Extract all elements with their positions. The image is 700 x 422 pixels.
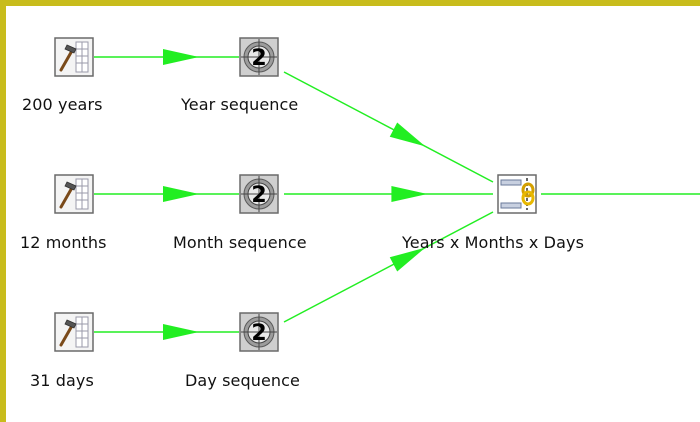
hop-days-to-day-sequence-arrow [163,324,199,340]
step-year-sequence[interactable]: 2 [239,37,279,77]
add-sequence-icon: 2 [239,37,279,77]
step-days-generator[interactable] [54,312,94,352]
hop-year-sequence-to-join[interactable] [283,71,494,183]
step-cartesian-join[interactable] [497,174,537,214]
add-sequence-icon: 2 [239,174,279,214]
step-day-sequence[interactable]: 2 [239,312,279,352]
hop-day-sequence-to-join[interactable] [283,211,494,323]
generate-rows-icon [54,37,94,77]
step-months-generator[interactable] [54,174,94,214]
step-month-sequence[interactable]: 2 [239,174,279,214]
svg-text:2: 2 [251,46,266,71]
step-label-months: 12 months [20,233,107,252]
step-years-generator[interactable] [54,37,94,77]
add-sequence-icon: 2 [239,312,279,352]
step-label-year-sequence: Year sequence [181,95,299,114]
hop-month-sequence-to-join-arrow [391,186,428,202]
svg-text:2: 2 [251,183,266,208]
step-label-join: Years x Months x Days [402,233,585,252]
step-label-days: 31 days [30,371,94,390]
svg-text:2: 2 [251,321,266,346]
join-rows-cartesian-icon [497,174,537,214]
step-label-years: 200 years [22,95,103,114]
hop-years-to-year-sequence-arrow [163,49,199,65]
step-label-month-sequence: Month sequence [173,233,307,252]
canvas-border-left [0,0,6,422]
canvas-border-top [0,0,700,6]
hop-months-to-month-sequence-arrow [163,186,199,202]
step-label-day-sequence: Day sequence [185,371,300,390]
generate-rows-icon [54,174,94,214]
generate-rows-icon [54,312,94,352]
hop-year-sequence-to-join-arrow [389,122,426,147]
hop-day-sequence-to-join-arrow [389,247,426,272]
